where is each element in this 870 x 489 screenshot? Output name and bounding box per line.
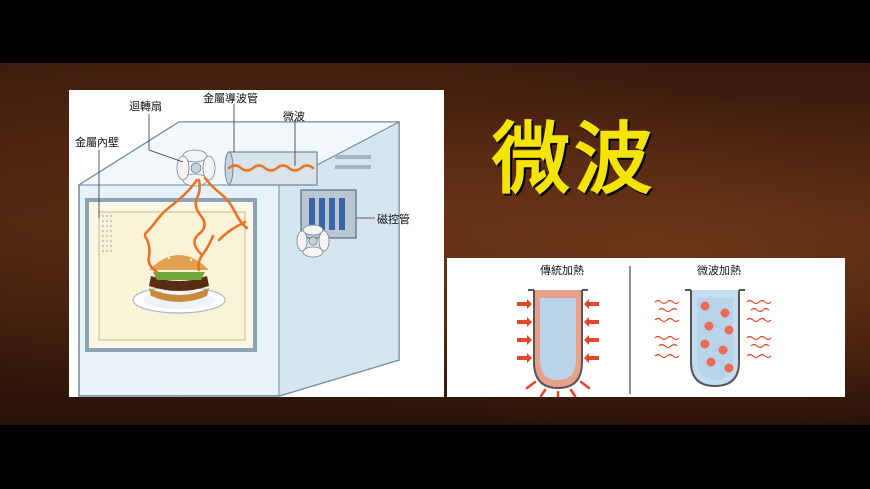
fan-label: 迴轉扇 bbox=[129, 100, 162, 113]
microwave-heating-label: 微波加熱 bbox=[697, 264, 741, 277]
waveguide-label: 金屬導波管 bbox=[203, 92, 258, 105]
traditional-tube bbox=[528, 289, 588, 390]
microwave-diagram-panel: 迴轉扇 金屬導波管 微波 金屬內壁 磁控管 bbox=[69, 90, 444, 397]
magnetron-label: 磁控管 bbox=[377, 213, 410, 226]
microwave-tube bbox=[685, 289, 745, 388]
heating-comparison-illustration bbox=[517, 266, 772, 397]
microwave-label: 微波 bbox=[283, 110, 305, 123]
traditional-heating-label: 傳統加熱 bbox=[540, 264, 584, 277]
fan-icon bbox=[296, 224, 330, 258]
heating-comparison-panel: 傳統加熱 微波加熱 bbox=[447, 258, 845, 397]
inner-wall-label: 金屬內壁 bbox=[75, 136, 119, 149]
hamburger-icon bbox=[149, 252, 209, 302]
microwave-oven-illustration bbox=[77, 104, 400, 397]
fan-icon bbox=[176, 149, 216, 187]
page-title: 微波 bbox=[492, 115, 657, 205]
